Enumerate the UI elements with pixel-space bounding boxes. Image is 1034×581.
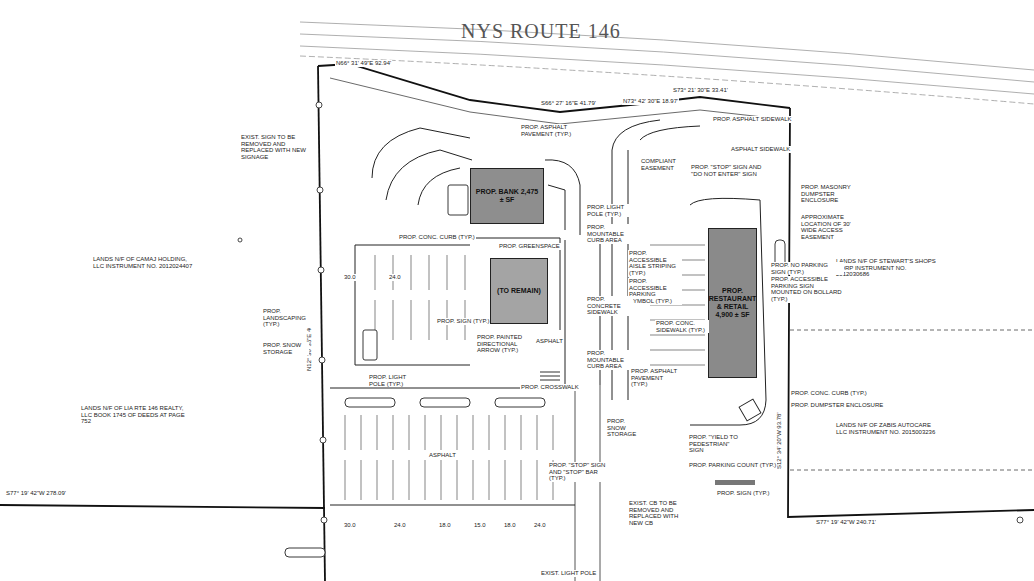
annotation-label: PROP. LIGHT POLE (TYP.)	[586, 204, 633, 217]
annotation-label: PROP. MOUNTABLE CURB AREA	[586, 350, 633, 370]
annotation-label: N66° 31' 49"E 92.94'	[335, 60, 392, 67]
annotation-label: PROP. "STOP" SIGN AND "STOP" BAR (TYP.)	[548, 462, 608, 482]
annotation-label: PROP. SNOW STORAGE	[262, 342, 309, 355]
building-footprint: (TO REMAIN)	[490, 258, 548, 324]
annotation-label: PROP. CROSSWALK	[520, 384, 580, 391]
annotation-label: PROP. LIGHT POLE (TYP.)	[368, 374, 412, 387]
annotation-label: PROP. LANDSCAPING (TYP.)	[262, 308, 319, 328]
annotation-label: LANDS N/F OF CAMAJ HOLDING, LLC INSTRUME…	[92, 256, 194, 269]
annotation-label: S77° 19' 42"W 278.09'	[5, 490, 67, 497]
annotation-label: 30.0	[343, 274, 357, 281]
annotation-label: PROP. PARKING COUNT (TYP.)	[688, 462, 777, 469]
annotation-label: S77° 19' 42"W 240.71'	[815, 519, 877, 526]
annotation-label: PROP. ASPHALT PAVEMENT (TYP.)	[520, 124, 594, 137]
annotation-label: ASPHALT SIDEWALK	[730, 146, 791, 153]
annotation-label: PROP. SIGN (TYP.)	[716, 490, 770, 497]
annotation-label: 30.0	[343, 522, 357, 529]
annotation-label: APPROXIMATE LOCATION OF 30' WIDE ACCESS …	[800, 214, 864, 241]
annotation-label: PROP. SIGN (TYP.)	[436, 318, 490, 325]
annotation-label: PROP. ACCESSIBLE AISLE STRIPING (TYP.)	[628, 250, 682, 277]
annotation-label: 18.0	[503, 522, 517, 529]
annotation-label: 24.0	[388, 274, 402, 281]
annotation-label: PROP. CONCRETE SIDEWALK	[586, 296, 633, 316]
annotation-label: 15.0	[473, 522, 487, 529]
annotation-label: ASPHALT	[535, 338, 564, 345]
annotation-label: PROP. GREENSPACE	[498, 243, 561, 250]
annotation-label: PROP. ASPHALT PAVEMENT (TYP.)	[630, 368, 682, 388]
annotation-label: S73° 21' 30"E 33.41'	[672, 87, 729, 94]
road-name: NYS ROUTE 146	[460, 20, 622, 42]
annotation-label: PROP. "YIELD TO PEDESTRIAN" SIGN	[688, 434, 742, 454]
annotation-label: ASPHALT	[428, 452, 457, 459]
annotation-label: PROP. CONC. CURB (TYP.)	[398, 234, 476, 241]
annotation-label: PROP. "STOP" SIGN AND "DO NOT ENTER" SIG…	[690, 164, 764, 177]
annotation-label: PROP. NO PARKING SIGN (TYP.)	[770, 262, 844, 275]
building-footprint: PROP. RESTAURANT & RETAIL 4,900 ± SF	[708, 228, 757, 378]
building-label: PROP. BANK 2,475 ± SF	[474, 188, 540, 204]
annotation-label: COMPLIANT EASEMENT	[640, 158, 687, 171]
annotation-label: LANDS N/F OF ZABIS AUTOCARE LLC INSTRUME…	[835, 422, 942, 435]
annotation-label: EXIST. LIGHT POLE	[540, 570, 597, 577]
annotation-label: PROP. MASONRY DUMPSTER ENCLOSURE	[800, 184, 860, 204]
annotation-label: PROP. MOUNTABLE CURB AREA	[586, 224, 633, 244]
building-footprint: PROP. BANK 2,475 ± SF	[470, 168, 544, 224]
annotation-label: PROP. ACCESSIBLE PARKING SYMBOL (TYP.)	[628, 278, 682, 305]
building-label: PROP. RESTAURANT & RETAIL 4,900 ± SF	[709, 287, 757, 319]
annotation-label: EXIST. CB TO BE REMOVED AND REPLACED WIT…	[628, 500, 692, 527]
annotation-label: PROP. PAINTED DIRECTIONAL ARROW (TYP.)	[476, 334, 540, 354]
annotation-label: 24.0	[533, 522, 547, 529]
annotation-label: 24.0	[393, 522, 407, 529]
building-label: (TO REMAIN)	[497, 287, 541, 295]
annotation-label: N73° 42' 30"E 18.97'	[622, 98, 679, 105]
annotation-label: PROP. ACCESSIBLE PARKING SIGN MOUNTED ON…	[770, 276, 844, 303]
annotation-label: LANDS N/F OF LIA RTE 146 REALTY, LLC BOO…	[80, 405, 192, 425]
annotation-label: LANDS N/F OF STEWART'S SHOPS CORP INSTRU…	[835, 258, 942, 278]
annotation-label: 18.0	[438, 522, 452, 529]
annotation-label: S66° 27' 16"E 41.79'	[540, 100, 597, 107]
annotation-label: PROP. CONC. SIDEWALK (TYP.)	[655, 320, 709, 333]
annotation-label: PROP. ASPHALT SIDEWALK	[712, 116, 792, 123]
annotation-label: PROP. CONC. CURB (TYP.)	[790, 390, 868, 397]
annotation-label: EXIST. SIGN TO BE REMOVED AND REPLACED W…	[240, 134, 314, 161]
annotation-label: PROP. DUMPSTER ENCLOSURE	[790, 402, 884, 409]
annotation-label: PROP. SNOW STORAGE	[606, 418, 644, 438]
